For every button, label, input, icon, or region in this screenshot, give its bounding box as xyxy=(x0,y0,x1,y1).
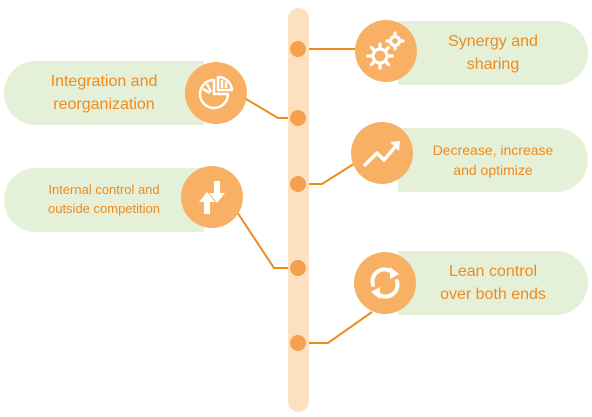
item-lean-line1: Lean control xyxy=(448,262,538,280)
pie-chart-icon xyxy=(185,62,247,124)
opposing-arrows-icon xyxy=(181,166,243,228)
item-integration-label: Integration and reorganization xyxy=(51,70,158,116)
item-lean-label: Lean control over both ends xyxy=(440,260,546,306)
timeline-node-integration xyxy=(290,110,306,126)
timeline-node-internal xyxy=(290,260,306,276)
item-lean-line2: over both ends xyxy=(440,286,546,303)
item-synergy: Synergy and sharing xyxy=(398,21,588,85)
item-decrease-line1: Decrease, increase xyxy=(432,141,554,158)
item-decrease-line2: and optimize xyxy=(453,162,533,178)
item-integration: Integration and reorganization xyxy=(4,61,204,125)
connector-lean xyxy=(298,311,373,344)
gears-icon xyxy=(355,20,417,82)
timeline-node-decrease xyxy=(290,176,306,192)
timeline-node-synergy xyxy=(290,41,306,57)
item-decrease-label: Decrease, increase and optimize xyxy=(433,140,554,181)
timeline-spine xyxy=(288,8,309,412)
item-internal-line1: Internal control and xyxy=(48,182,160,198)
item-synergy-line1: Synergy and xyxy=(448,32,538,50)
item-integration-line1: Integration and xyxy=(50,72,158,90)
item-internal-line2: outside competition xyxy=(47,201,160,216)
item-lean: Lean control over both ends xyxy=(398,251,588,315)
item-synergy-line2: sharing xyxy=(466,56,520,73)
item-integration-line2: reorganization xyxy=(53,96,155,113)
timeline-node-lean xyxy=(290,335,306,351)
item-decrease: Decrease, increase and optimize xyxy=(398,128,588,192)
item-internal-label: Internal control and outside competition xyxy=(48,181,160,219)
item-internal: Internal control and outside competition xyxy=(4,168,204,232)
item-synergy-label: Synergy and sharing xyxy=(448,30,538,76)
refresh-icon xyxy=(354,252,416,314)
trend-up-icon xyxy=(351,122,413,184)
